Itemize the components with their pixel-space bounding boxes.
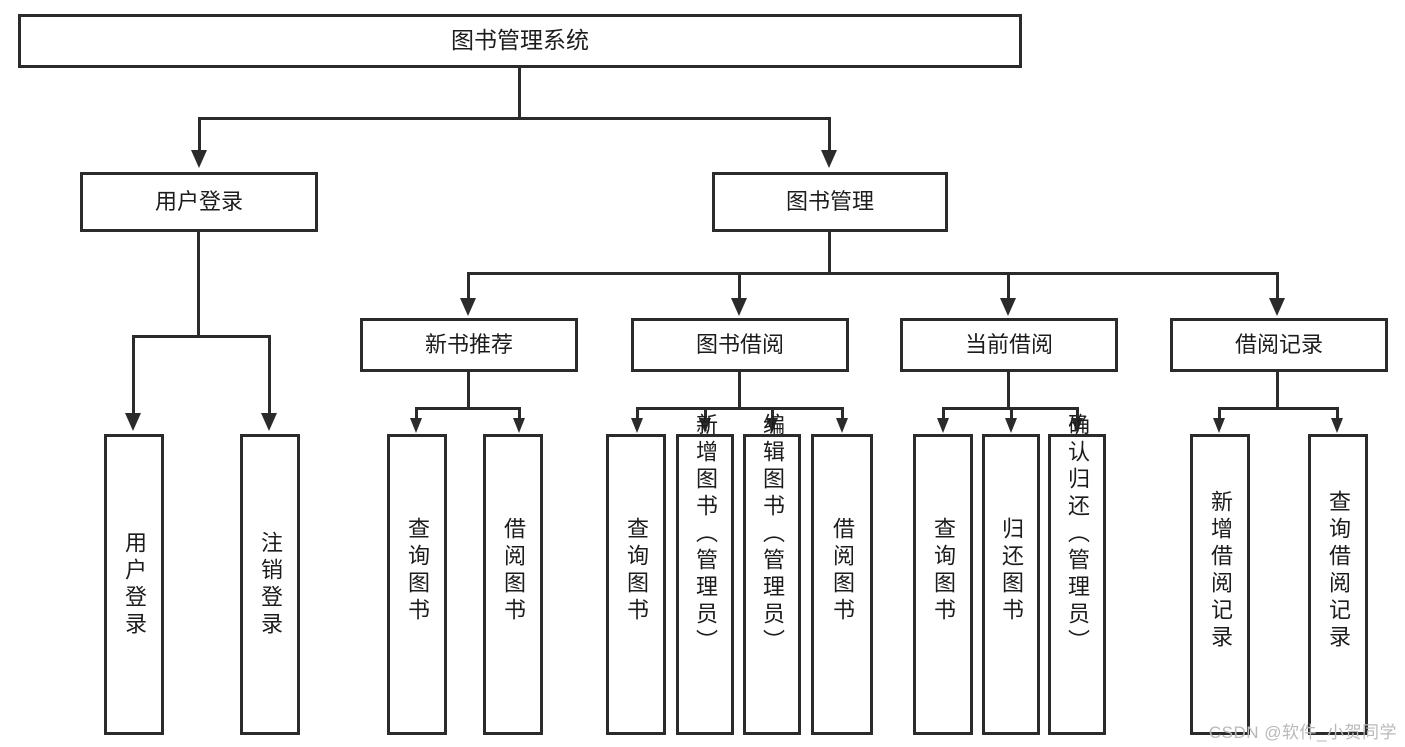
node-user-login-label: 用户登录 <box>154 189 243 215</box>
connector-bb-drop-4 <box>841 407 844 421</box>
node-leaf-query-book-3-label: 查询图书 <box>931 516 956 625</box>
arrowhead-leaf-return-book <box>1005 418 1017 433</box>
connector-cb-drop-3 <box>1076 407 1079 421</box>
connector-br-bus <box>1218 407 1338 410</box>
arrowhead-leaf-user-login <box>125 413 141 431</box>
arrowhead-leaf-edit-book <box>766 418 778 433</box>
connector-br-stem <box>1276 372 1279 410</box>
connector-root-to-book-management <box>828 117 831 154</box>
arrowhead-borrow-record <box>1269 298 1285 316</box>
connector-bb-stem <box>738 372 741 410</box>
connector-root-bus <box>198 117 831 120</box>
node-leaf-return-book-label: 归还图书 <box>999 516 1024 625</box>
node-current-borrow-label: 当前借阅 <box>964 332 1053 358</box>
connector-bb-drop-1 <box>636 407 639 421</box>
node-leaf-edit-book[interactable]: 编辑图书（管理员） <box>743 413 801 735</box>
node-leaf-user-login[interactable]: 用户登录 <box>104 434 164 735</box>
node-new-book-recommend-label: 新书推荐 <box>424 332 513 358</box>
connector-cb-drop-2 <box>1010 407 1013 421</box>
arrowhead-leaf-query-book-2 <box>631 418 643 433</box>
connector-book-management-stem <box>828 232 831 274</box>
arrowhead-leaf-confirm-return <box>1071 418 1083 433</box>
node-book-management[interactable]: 图书管理 <box>712 172 948 232</box>
node-leaf-add-book-label: 新增图书（管理员） <box>693 413 718 656</box>
arrowhead-leaf-borrow-book-2 <box>836 418 848 433</box>
arrowhead-leaf-query-book-1 <box>410 418 422 433</box>
connector-br-drop-2 <box>1336 407 1339 421</box>
connector-bb-drop-2 <box>704 407 707 421</box>
node-leaf-borrow-book-1-label: 借阅图书 <box>501 516 526 625</box>
node-leaf-user-login-label: 用户登录 <box>122 530 147 639</box>
node-new-book-recommend[interactable]: 新书推荐 <box>360 318 578 372</box>
node-leaf-return-book[interactable]: 归还图书 <box>982 434 1040 735</box>
arrowhead-leaf-add-book <box>699 418 711 433</box>
arrowhead-leaf-add-borrow-record <box>1213 418 1225 433</box>
arrowhead-leaf-logout-login <box>261 413 277 431</box>
node-leaf-logout-login-label: 注销登录 <box>258 530 283 639</box>
node-borrow-record-label: 借阅记录 <box>1234 332 1323 358</box>
connector-nbr-bus <box>415 407 521 410</box>
node-leaf-add-borrow-record[interactable]: 新增借阅记录 <box>1190 434 1250 735</box>
connector-nbr-stem <box>467 372 470 410</box>
arrowhead-current-borrow <box>1000 298 1016 316</box>
connector-bm-drop-4 <box>1276 272 1279 302</box>
arrowhead-book-management <box>821 150 837 168</box>
node-borrow-record[interactable]: 借阅记录 <box>1170 318 1388 372</box>
connector-br-drop-1 <box>1218 407 1221 421</box>
node-book-borrow[interactable]: 图书借阅 <box>631 318 849 372</box>
connector-root-stem <box>518 68 521 118</box>
node-leaf-logout-login[interactable]: 注销登录 <box>240 434 300 735</box>
connector-nbr-drop-1 <box>415 407 418 421</box>
node-leaf-borrow-book-2-label: 借阅图书 <box>830 516 855 625</box>
node-leaf-add-borrow-record-label: 新增借阅记录 <box>1208 489 1233 652</box>
node-book-borrow-label: 图书借阅 <box>695 332 784 358</box>
node-leaf-query-book-2[interactable]: 查询图书 <box>606 434 666 735</box>
connector-bm-drop-1 <box>467 272 470 302</box>
connector-cb-stem <box>1007 372 1010 410</box>
connector-cb-drop-1 <box>942 407 945 421</box>
node-leaf-confirm-return[interactable]: 确认归还（管理员） <box>1048 413 1106 735</box>
node-leaf-edit-book-label: 编辑图书（管理员） <box>760 413 785 656</box>
node-leaf-add-book[interactable]: 新增图书（管理员） <box>676 413 734 735</box>
node-root[interactable]: 图书管理系统 <box>18 14 1022 68</box>
arrowhead-user-login <box>191 150 207 168</box>
arrowhead-book-borrow <box>731 298 747 316</box>
connector-user-login-drop-1 <box>132 335 135 417</box>
connector-nbr-drop-2 <box>518 407 521 421</box>
node-leaf-query-book-1-label: 查询图书 <box>405 516 430 625</box>
node-current-borrow[interactable]: 当前借阅 <box>900 318 1118 372</box>
node-leaf-borrow-book-1[interactable]: 借阅图书 <box>483 434 543 735</box>
connector-bm-drop-3 <box>1007 272 1010 302</box>
node-leaf-query-book-2-label: 查询图书 <box>624 516 649 625</box>
csdn-watermark: CSDN @软件_小贺同学 <box>1208 723 1397 742</box>
connector-user-login-bus <box>132 335 270 338</box>
connector-book-management-bus <box>467 272 1279 275</box>
arrowhead-leaf-query-book-3 <box>937 418 949 433</box>
connector-user-login-drop-2 <box>268 335 271 417</box>
node-leaf-query-borrow-record[interactable]: 查询借阅记录 <box>1308 434 1368 735</box>
node-root-label: 图书管理系统 <box>451 27 589 54</box>
arrowhead-new-book-recommend <box>460 298 476 316</box>
node-leaf-query-book-1[interactable]: 查询图书 <box>387 434 447 735</box>
connector-root-to-user-login <box>198 117 201 154</box>
connector-user-login-stem <box>197 232 200 336</box>
node-user-login[interactable]: 用户登录 <box>80 172 318 232</box>
connector-bb-drop-3 <box>771 407 774 421</box>
node-leaf-query-book-3[interactable]: 查询图书 <box>913 434 973 735</box>
node-leaf-query-borrow-record-label: 查询借阅记录 <box>1326 489 1351 652</box>
connector-bm-drop-2 <box>738 272 741 302</box>
connector-bb-bus <box>636 407 844 410</box>
node-book-management-label: 图书管理 <box>785 189 874 215</box>
arrowhead-leaf-borrow-book-1 <box>513 418 525 433</box>
arrowhead-leaf-query-borrow-record <box>1331 418 1343 433</box>
node-leaf-borrow-book-2[interactable]: 借阅图书 <box>811 434 873 735</box>
node-leaf-confirm-return-label: 确认归还（管理员） <box>1065 413 1090 656</box>
